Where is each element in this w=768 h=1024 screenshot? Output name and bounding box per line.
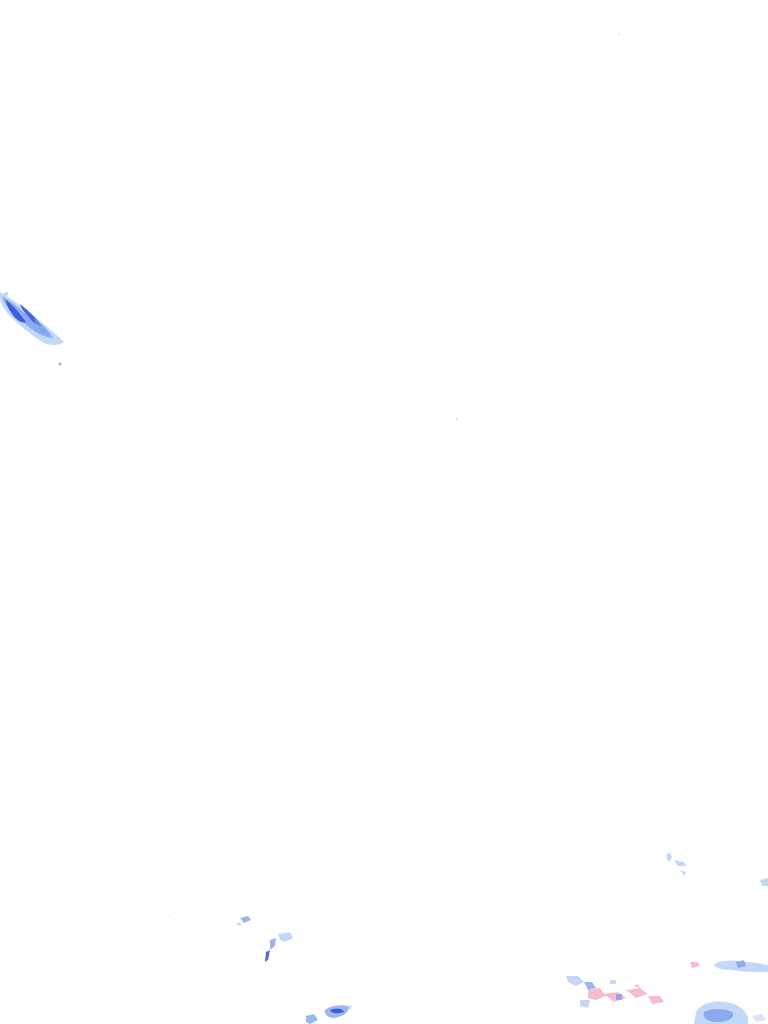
rain-specks-scattered xyxy=(169,33,620,917)
rain-band-northwest xyxy=(0,292,64,366)
rain-cells-south-west xyxy=(236,916,352,1024)
rain-cluster-south-east xyxy=(566,852,768,1024)
